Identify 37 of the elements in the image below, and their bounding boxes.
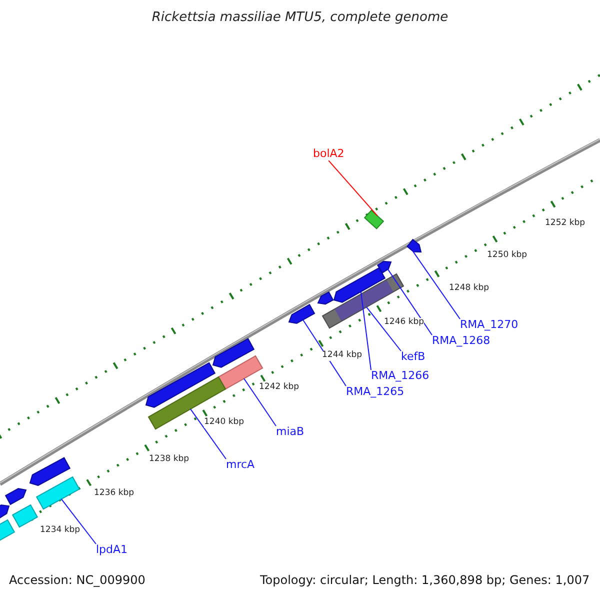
scale-label: 1234 kbp bbox=[40, 526, 80, 536]
scale-label: 1250 kbp bbox=[487, 251, 528, 261]
leader-line bbox=[302, 319, 346, 386]
scale-label: 1248 kbp bbox=[449, 284, 490, 294]
gene-block bbox=[406, 238, 422, 253]
scale-label: 1236 kbp bbox=[94, 489, 134, 499]
scale-label: 1238 kbp bbox=[149, 455, 190, 465]
gene-label: RMA_1266 bbox=[371, 370, 430, 383]
leader-line bbox=[244, 378, 276, 426]
scale-label: 1252 kbp bbox=[545, 219, 586, 229]
scale-label: 1244 kbp bbox=[322, 351, 362, 361]
map-title: Rickettsia massiliae MTU5, complete genome bbox=[150, 10, 450, 25]
accession-text: Accession: NC_009900 bbox=[9, 574, 146, 588]
leader-line bbox=[328, 160, 378, 216]
gene-label: RMA_1270 bbox=[460, 319, 518, 332]
gene-label: bolA2 bbox=[313, 148, 344, 161]
gene-block bbox=[36, 476, 80, 510]
gene-label: lpdA1 bbox=[96, 544, 128, 557]
gene-block bbox=[288, 304, 316, 324]
leader-line bbox=[387, 268, 432, 336]
gene-label: miaB bbox=[276, 426, 304, 439]
gene-label: mrcA bbox=[226, 459, 255, 472]
leader-line bbox=[360, 291, 372, 370]
leader-line bbox=[366, 306, 402, 352]
scale-label: 1246 kbp bbox=[384, 318, 424, 328]
leader-line bbox=[190, 408, 226, 460]
gene-block bbox=[333, 267, 386, 303]
gene-label: RMA_1268 bbox=[432, 335, 490, 348]
scale-label: 1240 kbp bbox=[204, 418, 244, 428]
leader-line bbox=[412, 250, 460, 320]
gene-block bbox=[364, 210, 384, 230]
genome-info-text: Topology: circular; Length: 1,360,898 bp; Genes: 1,007 bbox=[260, 574, 590, 588]
gene-block bbox=[148, 376, 226, 430]
gene-label: kefB bbox=[401, 351, 426, 364]
leader-line bbox=[60, 498, 96, 544]
scale-label: 1242 kbp bbox=[259, 383, 300, 393]
gene-label: RMA_1265 bbox=[346, 386, 404, 399]
